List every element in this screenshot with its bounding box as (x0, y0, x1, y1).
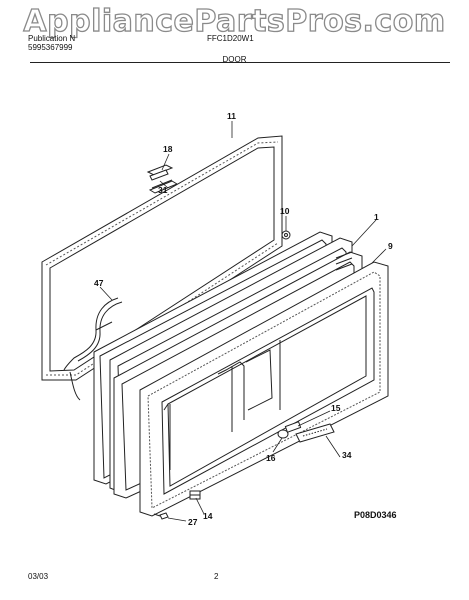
callout-16: 16 (266, 453, 276, 463)
callout-34: 34 (342, 450, 352, 460)
publication-label: Publication N (28, 34, 76, 43)
publication-number: 5995367999 (28, 43, 73, 52)
footer-date: 03/03 (28, 572, 49, 581)
screw-part-27 (153, 512, 169, 520)
control-knob-part-15-16 (277, 421, 302, 439)
callout-15: 15 (331, 403, 341, 413)
inner-panels (169, 340, 281, 470)
callout-10: 10 (280, 206, 290, 216)
header-divider (30, 62, 450, 63)
figure-code: P08D0346 (354, 510, 397, 520)
callout-27: 27 (188, 517, 198, 527)
control-panel-part-34 (295, 423, 335, 443)
callout-47: 47 (94, 278, 104, 288)
section-title: DOOR (222, 55, 247, 64)
page-number: 2 (214, 572, 219, 581)
screw-part-10 (281, 230, 291, 240)
watermark-logo: AppliancePartsPros.com (23, 3, 446, 39)
callout-9: 9 (388, 241, 393, 251)
callout-18: 18 (163, 144, 173, 154)
hinge-parts-18-31 (146, 164, 179, 194)
clip-part-14 (189, 490, 201, 500)
door-gasket-part-9 (139, 261, 389, 517)
callout-11: 11 (227, 111, 236, 121)
callout-14: 14 (203, 511, 213, 521)
model-number: FFC1D20W1 (207, 34, 254, 43)
leader-lines (99, 121, 387, 522)
callout-1: 1 (374, 212, 379, 222)
callout-31: 31 (158, 185, 168, 195)
wire-harness-part-47 (63, 297, 123, 401)
